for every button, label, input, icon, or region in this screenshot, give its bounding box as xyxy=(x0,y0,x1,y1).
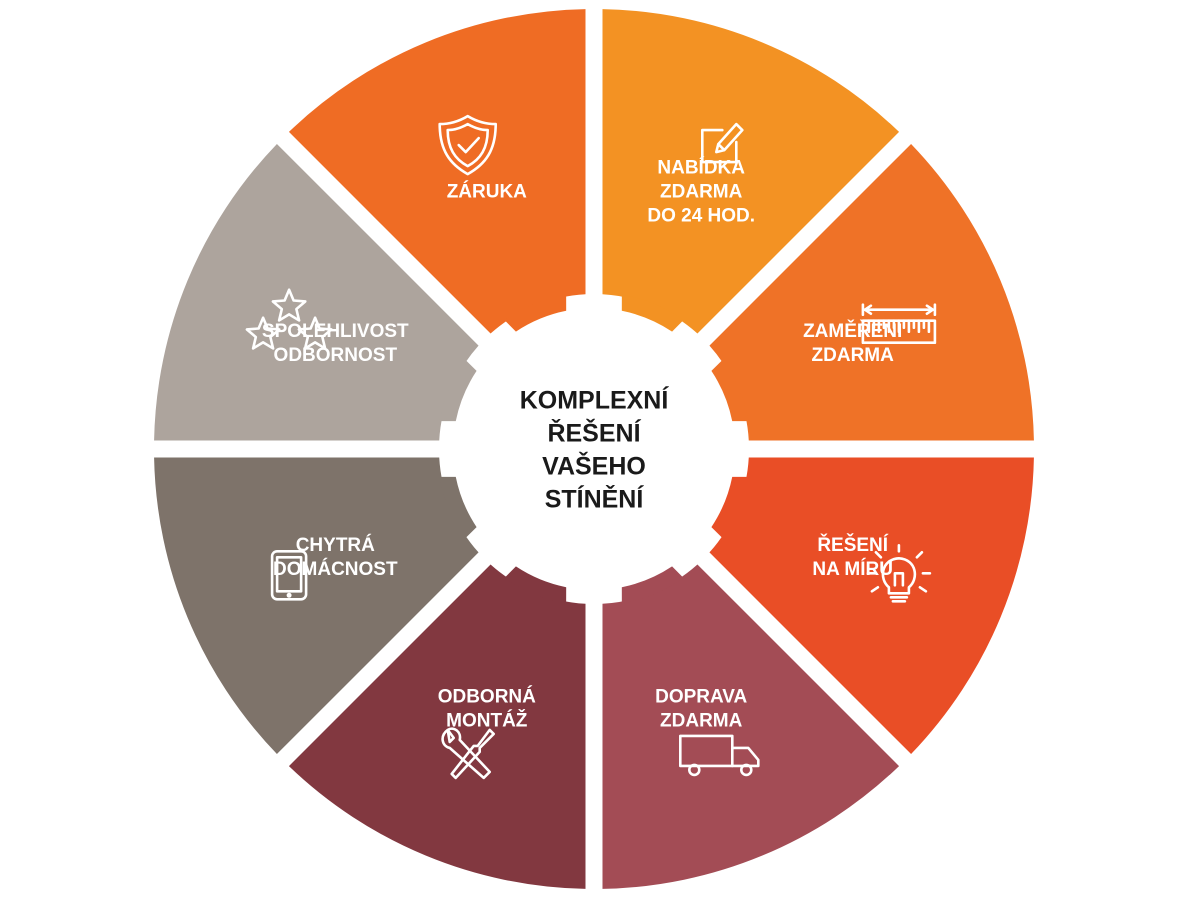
edit-document-icon xyxy=(700,122,744,164)
segment-2 xyxy=(709,457,1034,755)
ring-arc-3 xyxy=(621,566,684,604)
delivery-truck-icon xyxy=(678,734,760,777)
segment-label: ŘEŠENÍ xyxy=(817,534,888,556)
segment-label: ZAMĚŘENÍ xyxy=(803,320,903,342)
segment-7 xyxy=(288,9,586,334)
segment-label: NABÍDKA xyxy=(657,156,745,178)
center-title-line: STÍNĚNÍ xyxy=(545,484,645,514)
ring-arc-6 xyxy=(439,359,477,422)
shield-check-icon xyxy=(438,114,498,176)
wrench-screwdriver-icon xyxy=(441,727,496,780)
labels-layer: NABÍDKA ZDARMA DO 24 HOD. ZAMĚŘENÍ ZDARMA ŘEŠ… xyxy=(262,156,903,731)
segment-label: ODBORNÁ xyxy=(438,686,536,708)
ring-arc-1 xyxy=(711,359,749,422)
center-title-line: ŘEŠENÍ xyxy=(547,418,641,448)
stars-icon xyxy=(245,288,333,350)
segment-label: DO 24 HOD. xyxy=(647,205,755,226)
segment-label: DOMÁCNOST xyxy=(273,558,398,580)
segments-layer xyxy=(154,9,1034,889)
segment-label: DOPRAVA xyxy=(655,687,747,708)
center-disc xyxy=(462,317,726,581)
inner-ring xyxy=(439,294,749,604)
segment-label: ZDARMA xyxy=(812,345,895,366)
segment-label: ZDARMA xyxy=(660,181,743,202)
center-title-line: VAŠEHO xyxy=(542,451,646,481)
ruler-measure-icon xyxy=(861,303,937,345)
segment-5 xyxy=(154,457,479,755)
segment-6 xyxy=(154,143,479,441)
ring-arc-5 xyxy=(439,476,477,539)
segment-label: ZÁRUKA xyxy=(447,180,527,202)
center-title-line: KOMPLEXNÍ xyxy=(520,386,670,415)
segment-label: NA MÍRU xyxy=(812,558,893,580)
ring-arc-7 xyxy=(504,294,567,332)
segment-label: ODBORNOST xyxy=(274,345,398,366)
segment-4 xyxy=(288,564,586,889)
tablet-icon xyxy=(270,549,308,601)
segment-3 xyxy=(602,564,900,889)
ring-arc-4 xyxy=(504,566,567,604)
segment-0 xyxy=(602,9,900,334)
segment-1 xyxy=(709,143,1034,441)
ring-arc-2 xyxy=(711,476,749,539)
segment-label: MONTÁŽ xyxy=(446,710,528,732)
lightbulb-icon xyxy=(866,543,932,603)
segment-label: SPOLEHLIVOST xyxy=(262,321,409,342)
ring-arc-0 xyxy=(621,294,684,332)
segment-label: ZDARMA xyxy=(660,711,743,732)
segment-label: CHYTRÁ xyxy=(296,534,375,556)
icons-layer xyxy=(245,114,937,780)
